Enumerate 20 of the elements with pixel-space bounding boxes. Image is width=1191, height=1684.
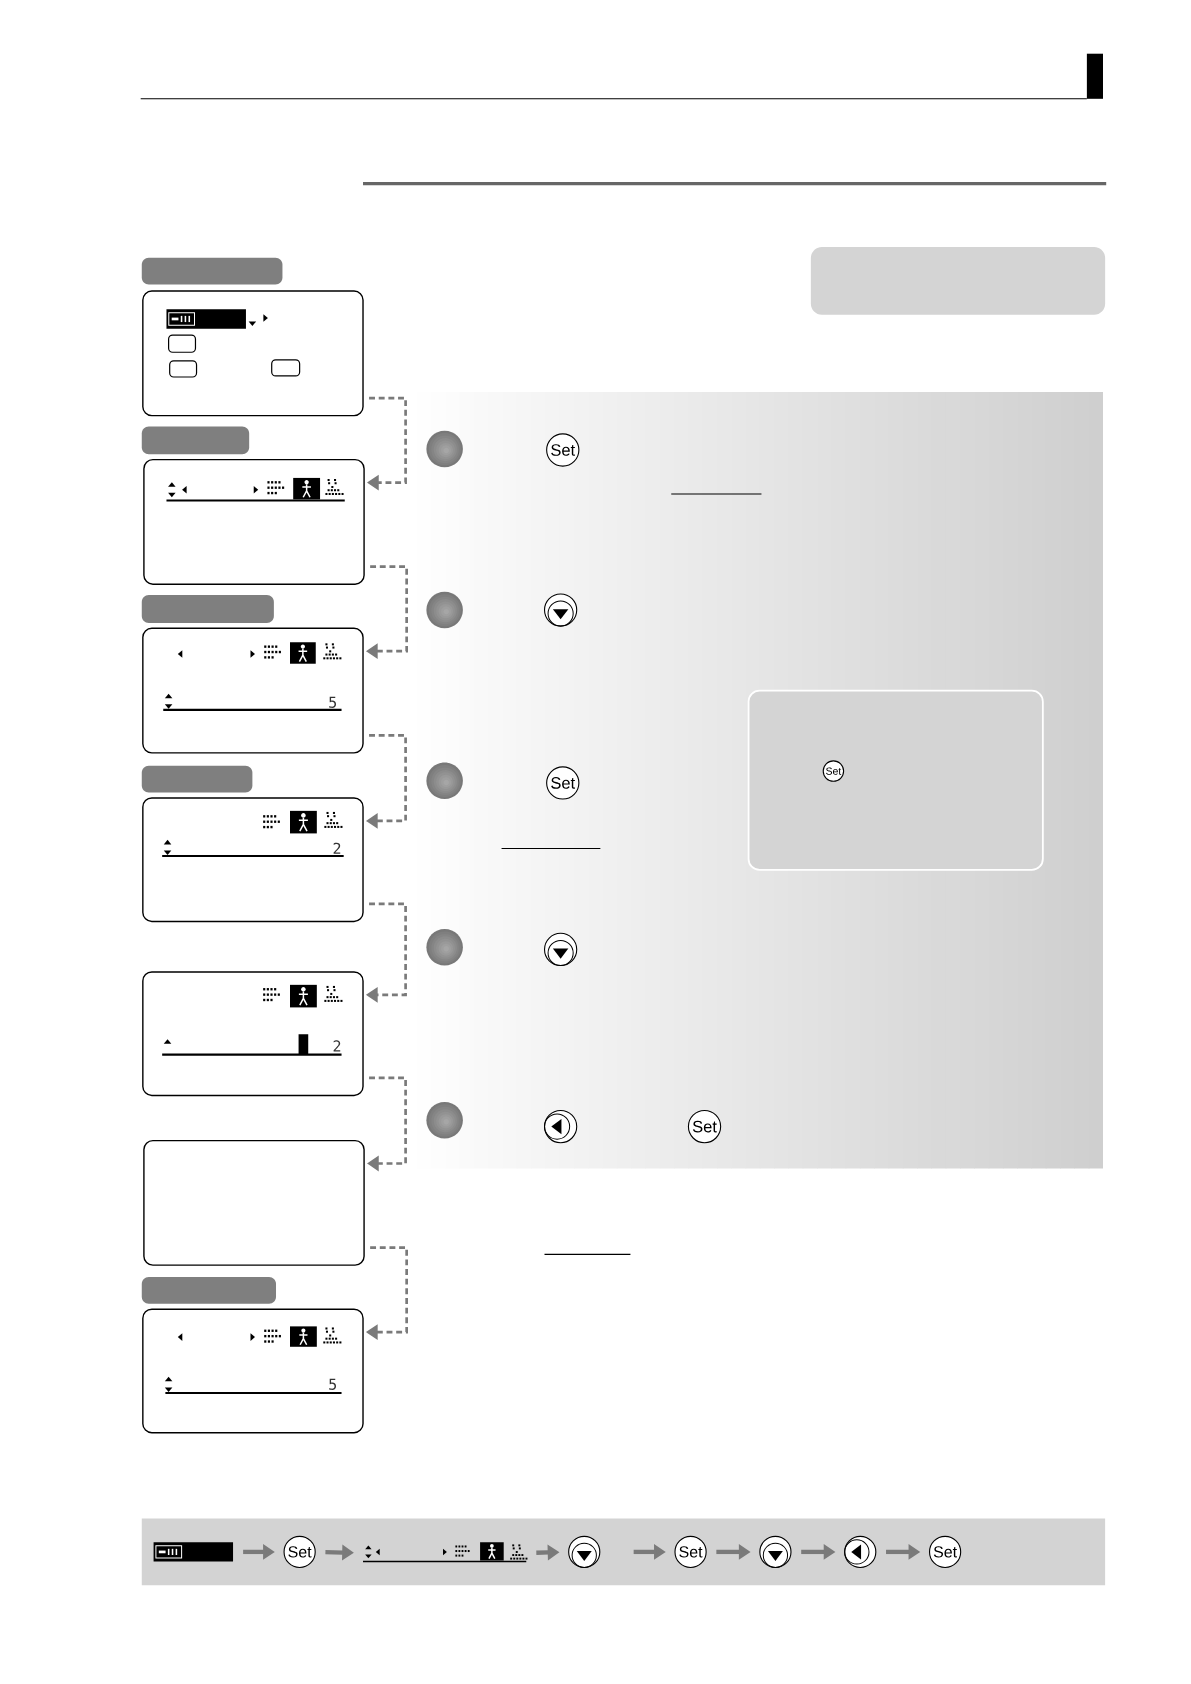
down-button-icon xyxy=(568,1535,601,1569)
lcd-screen xyxy=(142,290,364,417)
lcd-screen: 2 xyxy=(142,971,364,1097)
display-row-drawing xyxy=(362,1542,528,1563)
note-box xyxy=(810,247,1106,315)
lcd-screen: 2 xyxy=(142,797,364,923)
set-button: Set xyxy=(546,433,580,467)
down-button-icon xyxy=(759,1535,792,1569)
set-button: Set xyxy=(822,760,845,782)
lcd-screen xyxy=(143,1139,365,1266)
set-button: Set xyxy=(283,1535,316,1569)
left-button-icon xyxy=(844,1535,877,1569)
set-button: Set xyxy=(687,1109,722,1144)
lcd-screen xyxy=(143,458,365,585)
set-button: Set xyxy=(674,1535,707,1569)
set-button: Set xyxy=(928,1535,962,1569)
lcd-screen: 5 xyxy=(142,1308,364,1434)
display-bar-icon xyxy=(153,1542,234,1562)
set-button: Set xyxy=(546,766,580,800)
lcd-screen: 5 xyxy=(142,627,364,754)
